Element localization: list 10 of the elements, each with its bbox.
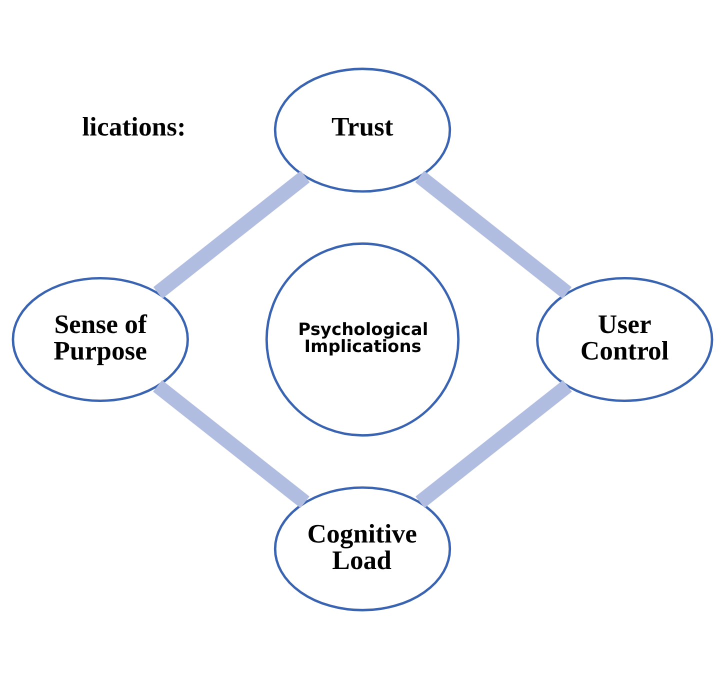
connector	[153, 170, 310, 299]
node-ellipse: Trust	[274, 68, 452, 193]
connector	[415, 170, 572, 299]
node-ellipse: Sense of Purpose	[12, 277, 189, 402]
label: lications:	[82, 112, 186, 142]
node-ellipse: Cognitive Load	[274, 486, 452, 612]
connector	[416, 380, 572, 508]
node-ellipse: User Control	[536, 277, 714, 402]
node-circle: Psychological Implications	[265, 242, 460, 437]
connector	[153, 380, 310, 508]
